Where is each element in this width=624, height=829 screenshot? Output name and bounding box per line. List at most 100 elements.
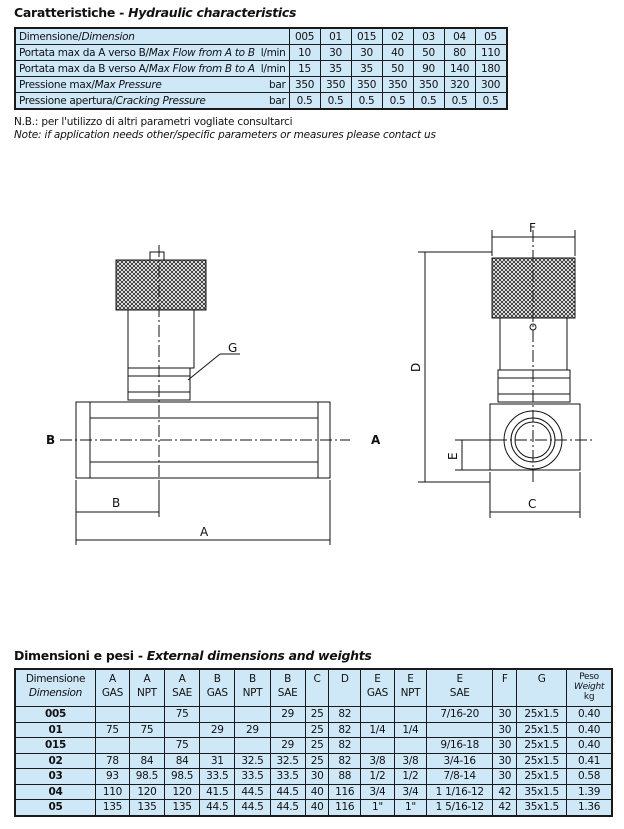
- cell: [199, 706, 236, 723]
- cell: 116: [328, 783, 361, 800]
- cell: 3/8: [360, 752, 395, 769]
- header-line: kg: [583, 692, 595, 702]
- cell: 30: [492, 706, 518, 723]
- cell: 30: [492, 721, 518, 738]
- cell: 0.5: [412, 92, 445, 110]
- cell: 7/16-20: [426, 706, 494, 723]
- cell: 0.5: [381, 92, 414, 110]
- label-en: Max Flow from A to B: [148, 46, 255, 59]
- header-line: SAE: [172, 687, 192, 699]
- cell: 31: [199, 752, 236, 769]
- cell: 0.5: [350, 92, 383, 110]
- row-label: Pressione apertura/Cracking Pressure: [14, 92, 258, 110]
- cell: 75: [128, 721, 165, 738]
- header-line: D: [340, 673, 349, 685]
- header-line: NPT: [242, 687, 263, 699]
- cell: 30: [304, 768, 330, 785]
- cell: 33.5: [199, 768, 236, 785]
- dim-label-a: A: [200, 525, 209, 539]
- cell: 44.5: [199, 799, 236, 816]
- cell: [234, 737, 271, 754]
- cell: [94, 737, 130, 754]
- cell: 33.5: [234, 768, 271, 785]
- cell: 1/2: [393, 768, 428, 785]
- cell: 3/4: [360, 783, 395, 800]
- cell: 03: [14, 768, 96, 785]
- unit: l/min: [257, 44, 290, 61]
- label-en: Dimension: [81, 30, 135, 43]
- note-en: Note: if application needs other/specifi…: [14, 129, 436, 141]
- header-line: E: [407, 673, 414, 685]
- cell: 005: [14, 706, 96, 723]
- cell: 82: [328, 706, 361, 723]
- row-label: Dimensione/Dimension: [14, 27, 258, 45]
- column-header: D: [328, 668, 361, 707]
- cell: [426, 721, 494, 738]
- cell: 35x1.5: [516, 783, 568, 800]
- cell: 05: [14, 799, 96, 816]
- header-line: Dimensione: [25, 673, 86, 685]
- cell: 1.39: [566, 783, 613, 800]
- cell: [360, 737, 395, 754]
- side-view: [60, 245, 350, 545]
- cell: 1": [393, 799, 428, 816]
- header-line: NPT: [137, 687, 157, 699]
- cell: 3/8: [393, 752, 428, 769]
- cell: 29: [199, 721, 236, 738]
- cell: 25x1.5: [516, 768, 568, 785]
- cell: 1/2: [360, 768, 395, 785]
- cell: 1 5/16-12: [426, 799, 494, 816]
- cell: 0.5: [319, 92, 352, 110]
- header-line: GAS: [101, 687, 123, 699]
- cell: 33.5: [269, 768, 306, 785]
- label-it: Portata max da B verso A/: [19, 62, 149, 75]
- cell: 30: [492, 768, 518, 785]
- cell: 300: [474, 76, 508, 93]
- header-line: C: [313, 673, 321, 685]
- cell: 1.36: [566, 799, 613, 816]
- cell: [393, 737, 428, 754]
- header-line: F: [501, 673, 508, 685]
- cell: 88: [328, 768, 361, 785]
- header-line: B: [213, 673, 221, 685]
- dim-label-c: C: [528, 497, 536, 511]
- cell: 40: [304, 783, 330, 800]
- cell: 29: [234, 721, 271, 738]
- cell: 78: [94, 752, 130, 769]
- header-line: B: [284, 673, 292, 685]
- cell: 82: [328, 737, 361, 754]
- title-it: Dimensioni e pesi -: [14, 648, 147, 663]
- cell: 29: [269, 737, 306, 754]
- cell: 005: [288, 27, 321, 45]
- cell: 44.5: [234, 799, 271, 816]
- cell: 135: [128, 799, 165, 816]
- cell: 1/4: [360, 721, 395, 738]
- cell: [360, 706, 395, 723]
- cell: 350: [319, 76, 352, 93]
- dim-label-g: G: [228, 341, 237, 355]
- cell: 84: [128, 752, 165, 769]
- cell: 04: [443, 27, 476, 45]
- cell: 135: [163, 799, 201, 816]
- label-it: Dimensione/: [19, 30, 82, 43]
- dim-label-d: D: [409, 363, 423, 372]
- cell: 0.40: [566, 737, 613, 754]
- cell: 41.5: [199, 783, 236, 800]
- cell: 0.5: [288, 92, 321, 110]
- cell: 3/4-16: [426, 752, 494, 769]
- cell: 9/16-18: [426, 737, 494, 754]
- cell: 84: [163, 752, 201, 769]
- cell: 02: [14, 752, 96, 769]
